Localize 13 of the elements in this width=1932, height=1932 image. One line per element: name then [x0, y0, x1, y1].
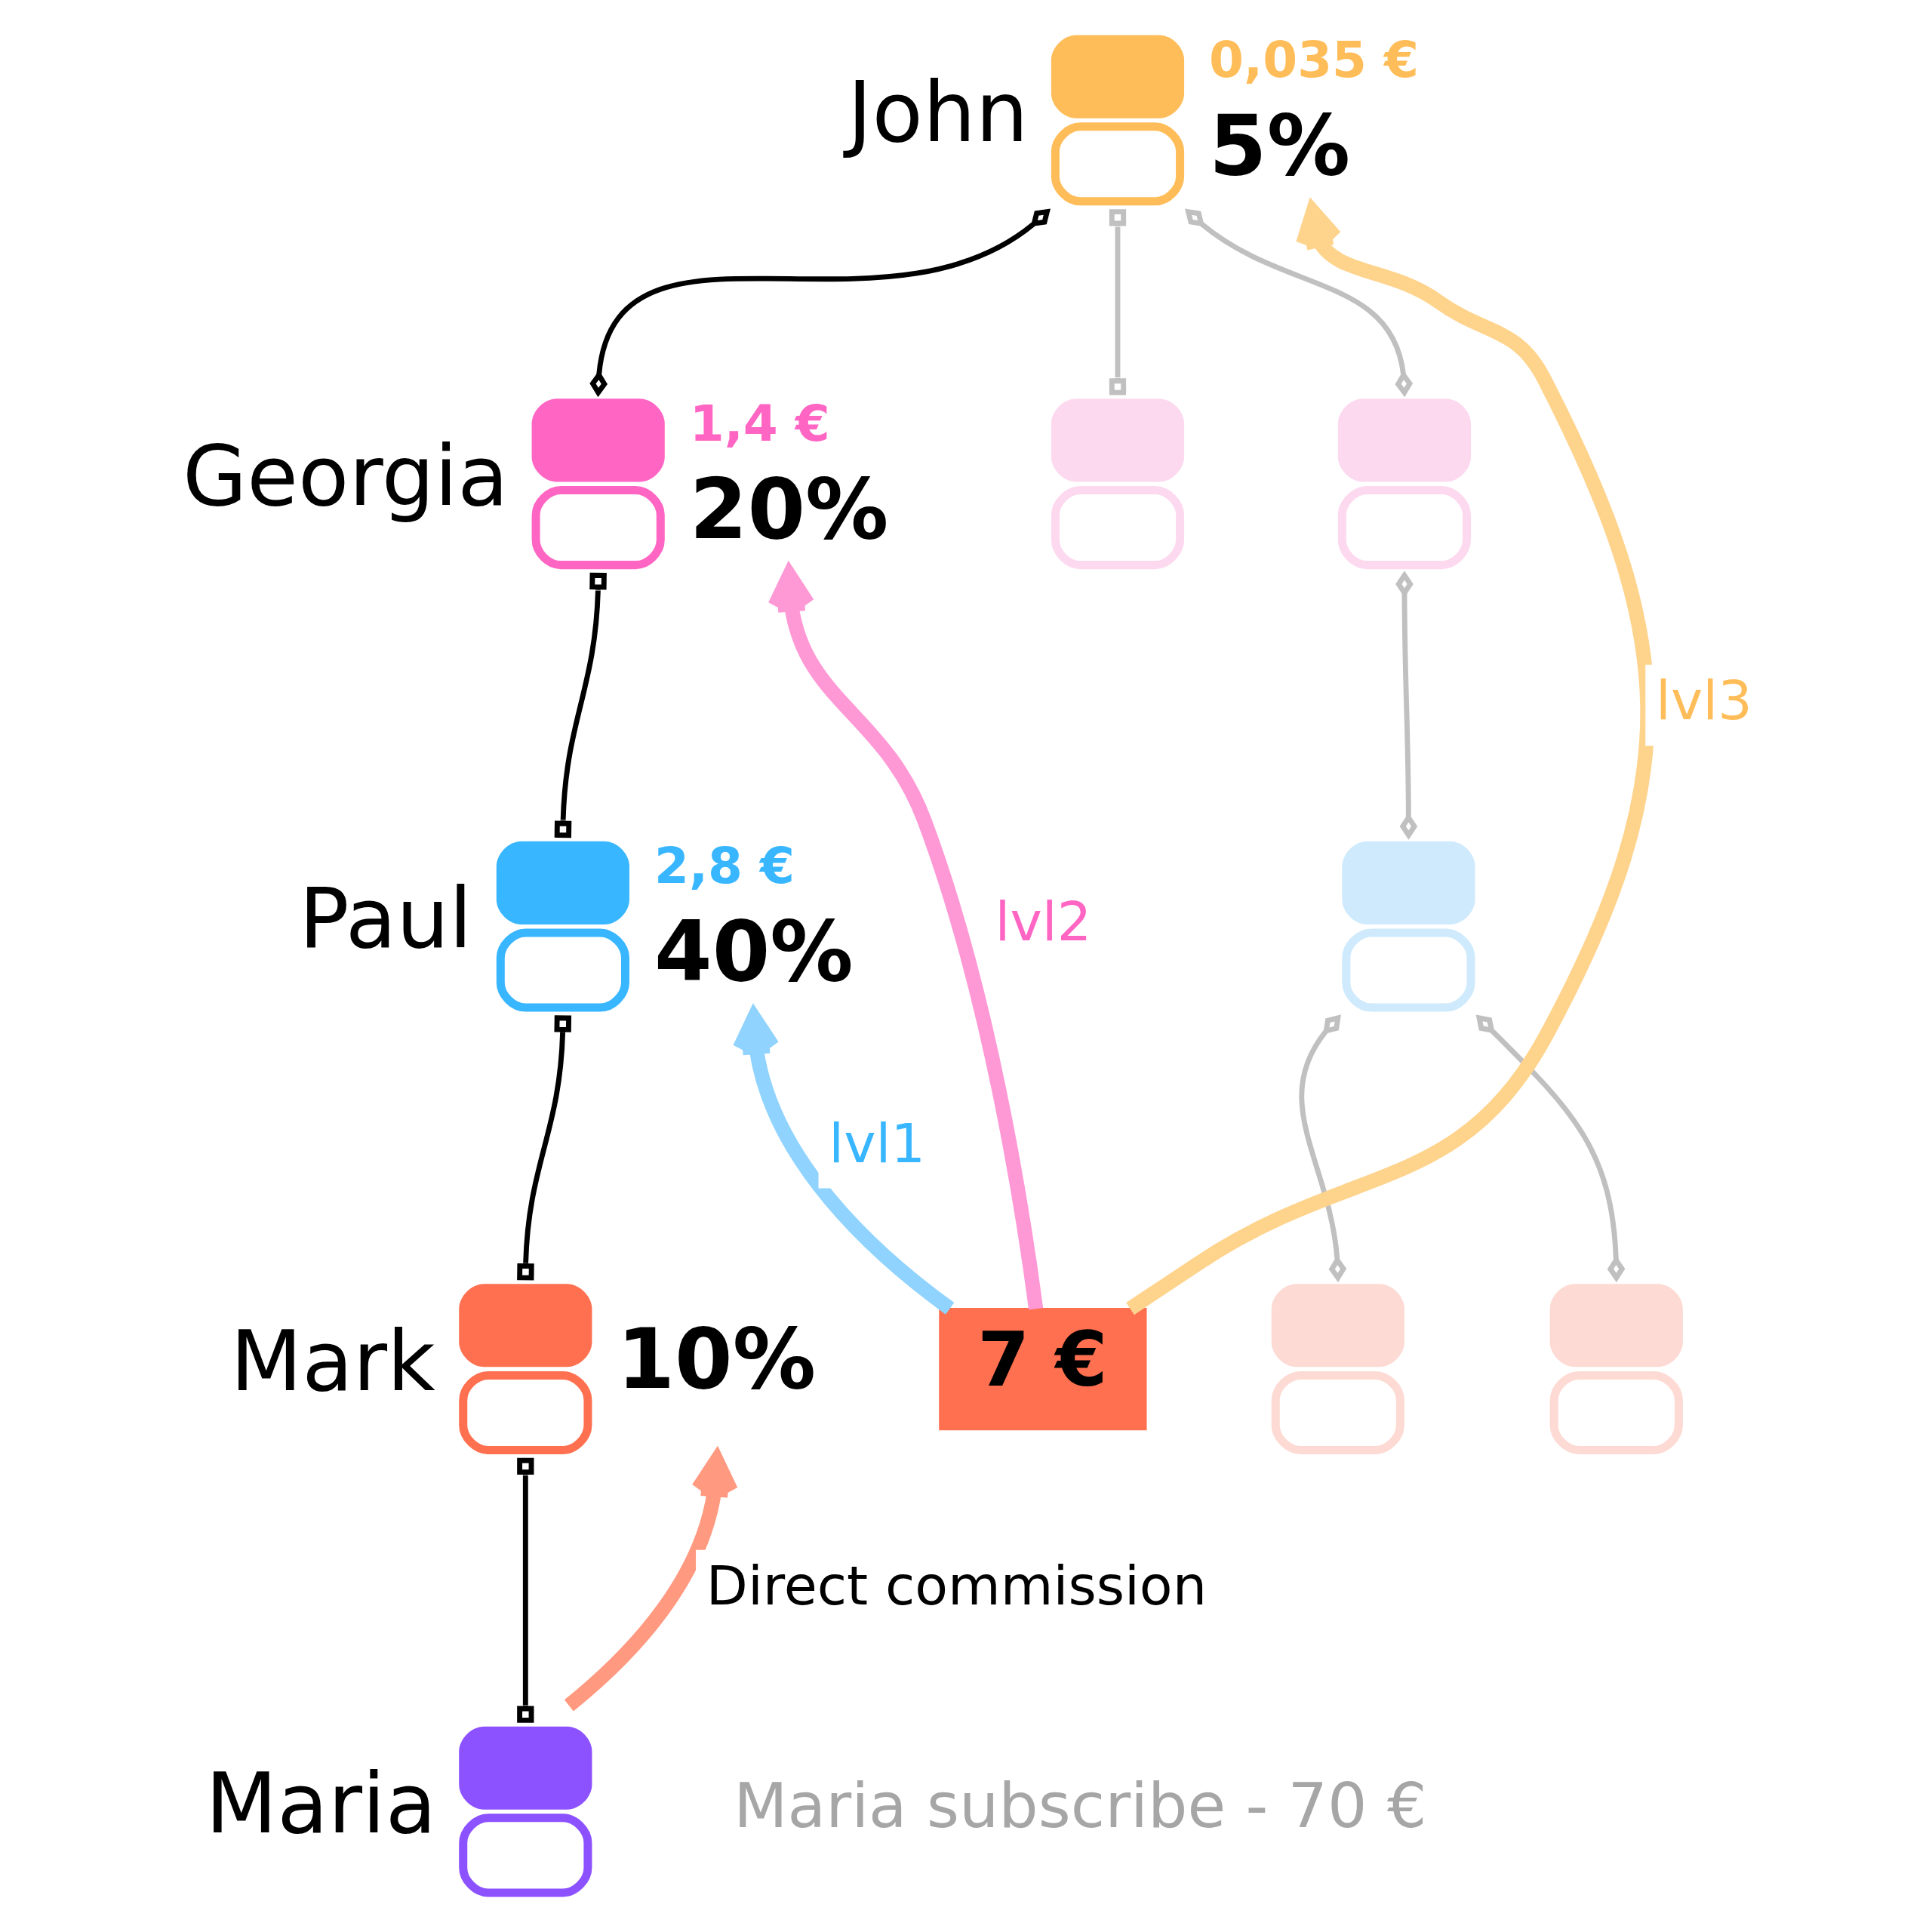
node-label: Mark: [230, 1312, 435, 1410]
node-label: 5%: [1209, 97, 1351, 195]
node-label: 2,8 €: [654, 837, 795, 896]
label: Maria subscribe - 70 €: [734, 1769, 1427, 1842]
node-label: 20%: [689, 460, 889, 558]
node-label: 0,035 €: [1209, 31, 1420, 90]
node-label: Georgia: [183, 427, 509, 525]
node-label: 1,4 €: [689, 394, 830, 453]
node-label: 10%: [617, 1310, 817, 1407]
node-label: Maria: [205, 1755, 437, 1853]
edge-label: Direct commission: [706, 1555, 1208, 1618]
node-label: Paul: [299, 870, 472, 968]
edge-label: lvl3: [1656, 669, 1752, 733]
